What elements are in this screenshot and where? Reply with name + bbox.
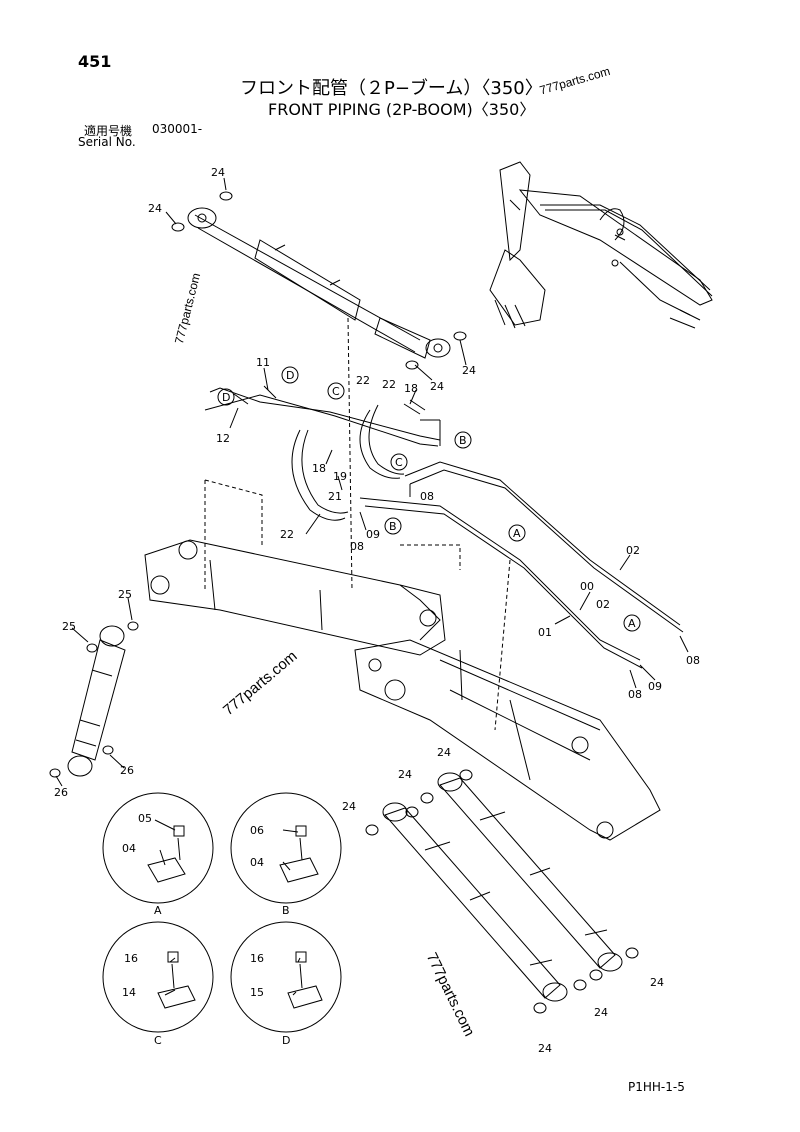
part-label: 15 (250, 986, 264, 999)
page-title-english: FRONT PIPING (2P-BOOM)〈350〉 (268, 100, 536, 119)
part-label: 24 (462, 364, 476, 377)
bucket-cylinder-drawing (49, 621, 139, 778)
serial-label-japanese: 適用号機 (84, 124, 133, 138)
callout-letter: B (459, 434, 467, 447)
hydraulic-pipes-drawing (204, 385, 684, 669)
part-label: 04 (250, 856, 264, 869)
page-title-japanese: フロント配管（２P−ブーム）〈350〉 (240, 78, 543, 99)
part-label: 24 (430, 380, 444, 393)
part-label: 24 (650, 976, 664, 989)
callout-letter: C (332, 385, 340, 398)
part-label: 06 (250, 824, 264, 837)
part-label: 08 (350, 540, 364, 553)
excavator-overview-drawing (489, 161, 713, 329)
callout-circles (217, 366, 641, 632)
part-label: 05 (138, 812, 152, 825)
part-label: 08 (420, 490, 434, 503)
part-label: 01 (538, 626, 552, 639)
part-label: 08 (686, 654, 700, 667)
leader-lines (204, 317, 511, 731)
part-label: 02 (626, 544, 640, 557)
part-label: 19 (333, 470, 347, 483)
part-label: 22 (382, 378, 396, 391)
part-label: 24 (211, 166, 225, 179)
part-label: 21 (328, 490, 342, 503)
part-label: 14 (122, 986, 136, 999)
part-label: 25 (62, 620, 76, 633)
part-label: 04 (122, 842, 136, 855)
boom-cylinders-drawing (365, 769, 639, 1014)
page-number: 451 (78, 52, 112, 71)
arm-cylinder-drawing (171, 191, 467, 370)
detail-label: D (282, 1034, 290, 1047)
callout-letter: B (389, 520, 397, 533)
part-label: 18 (404, 382, 418, 395)
callout-letter: D (286, 369, 294, 382)
part-label: 12 (216, 432, 230, 445)
part-label: 09 (648, 680, 662, 693)
part-label: 09 (366, 528, 380, 541)
part-label: 26 (54, 786, 68, 799)
part-label: 24 (538, 1042, 552, 1055)
part-label: 24 (437, 746, 451, 759)
part-label: 11 (256, 356, 270, 369)
callout-letter: D (222, 391, 230, 404)
detail-label: B (282, 904, 290, 917)
part-label: 00 (580, 580, 594, 593)
detail-label: C (154, 1034, 162, 1047)
boom-drawing (144, 539, 661, 841)
part-label: 24 (148, 202, 162, 215)
serial-value: 030001- (152, 122, 203, 136)
callout-letter: A (513, 527, 521, 540)
part-label: 08 (628, 688, 642, 701)
serial-label-english: Serial No. (78, 135, 136, 149)
part-label: 25 (118, 588, 132, 601)
part-label: 22 (280, 528, 294, 541)
part-label: 02 (596, 598, 610, 611)
callout-letter: A (628, 617, 636, 630)
part-label: 16 (250, 952, 264, 965)
drawing-code: P1HH-1-5 (628, 1080, 685, 1094)
detail-label: A (154, 904, 162, 917)
part-leaders (55, 177, 689, 996)
part-label: 24 (594, 1006, 608, 1019)
part-label: 18 (312, 462, 326, 475)
part-label: 22 (356, 374, 370, 387)
part-label: 24 (342, 800, 356, 813)
part-label: 24 (398, 768, 412, 781)
callout-letter: C (395, 456, 403, 469)
part-label: 16 (124, 952, 138, 965)
part-label: 26 (120, 764, 134, 777)
detail-circles (102, 792, 342, 1033)
